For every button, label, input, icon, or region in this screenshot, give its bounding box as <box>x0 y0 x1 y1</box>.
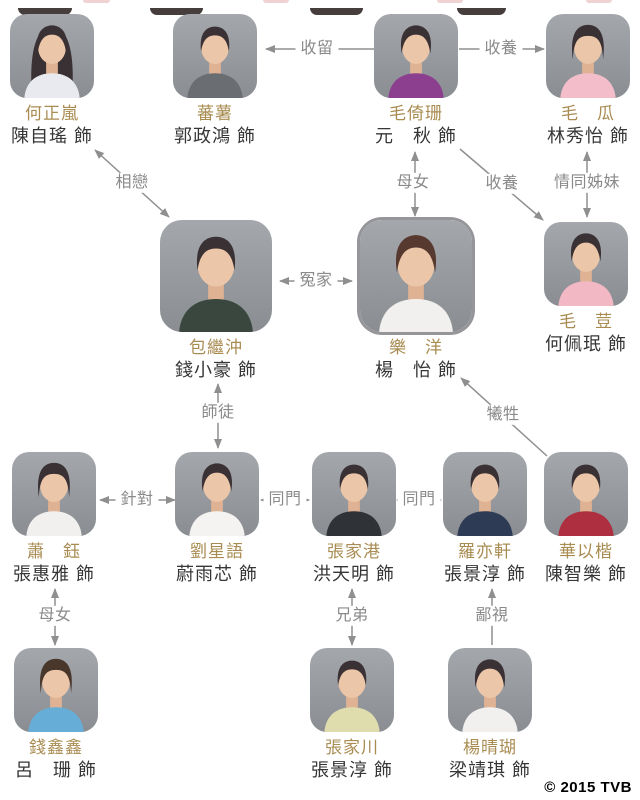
copyright-notice: © 2015 TVB <box>544 779 632 796</box>
portrait-ho-jing-laam <box>10 14 94 98</box>
actor-name: 楊 怡 飾 <box>374 359 457 380</box>
portrait-lok-yeung <box>360 220 472 332</box>
relationship-label-si-tou: 師徒 <box>196 402 240 424</box>
portrait-mou-yi-saan <box>374 14 458 98</box>
character-card-waa-yi-kaai: 華以楷陳智樂 飾 <box>544 452 628 584</box>
actor-name: 張惠雅 飾 <box>12 563 95 584</box>
character-name: 劉星語 <box>190 542 244 561</box>
actor-name: 蔚雨芯 飾 <box>175 563 258 584</box>
character-card-baau-gai-chung: 包繼沖錢小豪 飾 <box>160 220 272 380</box>
actor-name: 元 秋 飾 <box>374 125 457 146</box>
character-card-mou-dau: 毛 荳何佩珉 飾 <box>544 222 628 354</box>
relationship-label-pei-si: 鄙視 <box>470 605 514 627</box>
actor-name: 陳智樂 飾 <box>544 563 627 584</box>
cropped-photo-edge <box>263 0 289 3</box>
character-card-faan-syu: 蕃薯郭政鴻 飾 <box>173 14 257 146</box>
character-card-yeung-ching-wu: 楊晴瑚梁靖琪 飾 <box>448 648 532 780</box>
cropped-photo-edge <box>150 8 203 15</box>
character-card-chin-yam-yam: 錢鑫鑫呂 珊 飾 <box>14 648 98 780</box>
relationship-label-tung-mun-2: 同門 <box>397 489 441 511</box>
character-name: 包繼沖 <box>189 338 243 357</box>
character-name: 錢鑫鑫 <box>29 738 83 757</box>
portrait-lau-sing-yu <box>175 452 259 536</box>
portrait-mou-gwaa <box>546 14 630 98</box>
relationship-label-mou-neui-chin: 母女 <box>33 605 77 627</box>
character-card-cheung-gaa-chyun: 張家川張景淳 飾 <box>310 648 394 780</box>
actor-name: 陳自瑤 飾 <box>10 125 93 146</box>
cropped-photo-edge <box>437 0 463 3</box>
cropped-photo-edge <box>83 0 110 3</box>
relationship-label-hei-sang: 犧牲 <box>481 404 525 426</box>
portrait-yeung-ching-wu <box>448 648 532 732</box>
character-name: 楊晴瑚 <box>463 738 517 757</box>
character-card-siu-yuk: 蕭 鈺張惠雅 飾 <box>12 452 96 584</box>
character-card-mou-yi-saan: 毛倚珊元 秋 飾 <box>374 14 458 146</box>
character-name: 華以楷 <box>559 542 613 561</box>
portrait-faan-syu <box>173 14 257 98</box>
portrait-baau-gai-chung <box>160 220 272 332</box>
character-card-lo-yik-hin: 羅亦軒張景淳 飾 <box>443 452 527 584</box>
cropped-photo-edge <box>310 8 363 15</box>
portrait-waa-yi-kaai <box>544 452 628 536</box>
character-name: 張家港 <box>327 542 381 561</box>
relationship-label-hing-dai: 兄弟 <box>330 605 374 627</box>
actor-name: 林秀怡 飾 <box>546 125 629 146</box>
relationship-label-sau-lau: 收留 <box>295 38 339 60</box>
relationship-label-yun-gaa: 冤家 <box>294 270 338 292</box>
actor-name: 張景淳 飾 <box>310 759 393 780</box>
character-card-mou-gwaa: 毛 瓜林秀怡 飾 <box>546 14 630 146</box>
character-name: 何正嵐 <box>25 104 79 123</box>
relationship-label-sau-yeung-gwaa: 收養 <box>479 38 523 60</box>
relationship-label-sau-yeung-dau: 收養 <box>480 173 524 195</box>
character-card-cheung-gaa-gong: 張家港洪天明 飾 <box>312 452 396 584</box>
portrait-siu-yuk <box>12 452 96 536</box>
actor-name: 呂 珊 飾 <box>14 759 97 780</box>
character-name: 毛倚珊 <box>389 104 443 123</box>
portrait-cheung-gaa-gong <box>312 452 396 536</box>
character-name: 毛 瓜 <box>561 104 615 123</box>
actor-name: 何佩珉 飾 <box>544 333 627 354</box>
actor-name: 錢小豪 飾 <box>174 359 257 380</box>
relationship-label-mou-neui-lok: 母女 <box>391 172 435 194</box>
character-name: 毛 荳 <box>559 312 613 331</box>
character-card-lau-sing-yu: 劉星語蔚雨芯 飾 <box>175 452 259 584</box>
cropped-photo-edge <box>457 8 506 15</box>
portrait-cheung-gaa-chyun <box>310 648 394 732</box>
character-name: 張家川 <box>325 738 379 757</box>
portrait-chin-yam-yam <box>14 648 98 732</box>
portrait-lo-yik-hin <box>443 452 527 536</box>
character-name: 羅亦軒 <box>458 542 512 561</box>
actor-name: 郭政鴻 飾 <box>173 125 256 146</box>
character-card-lok-yeung: 樂 洋楊 怡 飾 <box>360 220 472 380</box>
cropped-photo-edge <box>18 8 72 15</box>
relationship-label-ching-tung-ji-mui: 情同姊妹 <box>548 172 626 194</box>
relationship-label-tung-mun-1: 同門 <box>263 489 307 511</box>
relationship-label-jam-deui: 針對 <box>115 489 159 511</box>
character-name: 蕃薯 <box>197 104 233 123</box>
actor-name: 洪天明 飾 <box>312 563 395 584</box>
portrait-mou-dau <box>544 222 628 306</box>
cropped-photo-edge <box>586 0 612 3</box>
relationship-label-seung-lyun: 相戀 <box>110 172 154 194</box>
actor-name: 梁靖琪 飾 <box>448 759 531 780</box>
actor-name: 張景淳 飾 <box>443 563 526 584</box>
character-card-ho-jing-laam: 何正嵐陳自瑤 飾 <box>10 14 94 146</box>
character-name: 樂 洋 <box>389 338 443 357</box>
character-name: 蕭 鈺 <box>27 542 81 561</box>
